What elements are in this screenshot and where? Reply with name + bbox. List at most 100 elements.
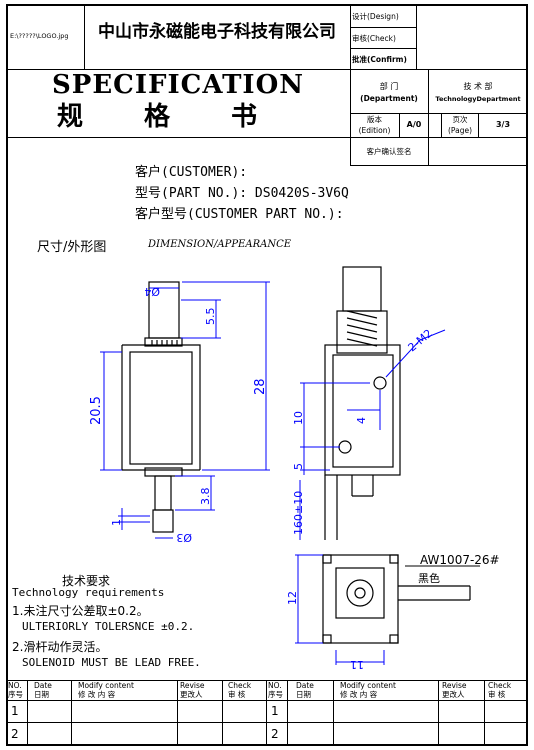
frame-left [6,4,8,746]
rule [333,680,334,746]
rule [350,27,416,28]
rev-row-2: 2 [11,727,19,741]
rev-h-en: NO. [268,681,282,690]
frame-right [526,4,528,746]
rule [350,165,528,166]
rev-h-en: Revise [180,681,205,690]
rule [350,48,416,49]
frame-bottom [6,744,528,746]
rule [6,680,528,681]
rev-h-cn: 审 核 [488,690,506,699]
rev-h-en: Modify content [78,681,134,690]
rev-h-cn: 序号 [8,690,23,699]
rule [350,113,528,114]
rule [441,113,442,138]
rev-h-cn: 序号 [268,690,283,699]
rev-h-no: NO.序号 [8,681,28,699]
frame-top [6,4,528,6]
rule [84,4,85,70]
tech-title-cn: 技术要求 [62,574,111,588]
tech-item1-en: ULTERIORLY TOLERSNCE ±0.2. [22,620,195,633]
confirm-label: 批准(Confirm) [352,55,407,65]
customer-part-no-line: 客户型号(CUSTOMER PART NO.): [135,207,344,222]
rule [27,680,28,746]
rev-row-1: 1 [11,704,19,718]
dim-label-wire-color: 黑色 [418,571,440,585]
dim-label-d1: 1 [110,519,123,526]
rule [438,680,439,746]
tech-dept-en: TechnologyDepartment [435,94,521,103]
rule [177,680,178,746]
dim-label-m2: 2-M2 [406,327,435,355]
edition-en: (Edition) [358,125,391,135]
page-cn: 页次 [452,114,468,124]
rev-h-en: Check [488,681,512,690]
rev-h-cn: 更改人 [442,690,465,699]
dim-label-d11: 11 [350,658,364,671]
rev-row-2-b: 2 [271,727,279,741]
tech-title-en: Technology requirements [12,586,165,599]
tech-item1-cn: 1.未注尺寸公差取±0.2。 [12,604,149,618]
tech-dept-cn: 技 术 部 [463,81,493,91]
rule [222,680,223,746]
dim-label-d28: 28 [253,378,268,395]
rev-h-en: Revise [442,681,467,690]
rev-h-cn: 更改人 [180,690,203,699]
rev-h-cn: 日期 [296,690,311,699]
rev-h-en: Check [228,681,252,690]
department-cn: 部 门 [379,81,399,91]
rule [478,113,479,138]
rev-h-en: NO. [8,681,22,690]
rule [428,70,429,166]
dim-label-d55: 5.5 [204,308,217,326]
dimension-label-cn: 尺寸/外形图 [37,240,107,255]
dim-label-d5: 5 [292,463,305,470]
rev-h-cn: 修 改 内 容 [340,690,378,699]
design-label: 设计(Design) [352,12,399,22]
rev-h-cn: 修 改 内 容 [78,690,116,699]
d-top-text: Ø4 [144,285,160,298]
page-value: 3/3 [495,120,511,130]
title-en: SPECIFICATION [52,70,304,101]
rule [484,680,485,746]
rule [350,4,351,166]
customer-confirm: 客户确认签名 [366,146,412,156]
rule [6,137,528,138]
dim-label-d38: 3.8 [199,488,212,506]
rule [266,680,267,746]
rule [71,680,72,746]
customer-line: 客户(CUSTOMER): [135,165,248,180]
rev-h-no-2: NO.序号 [268,681,288,699]
dim-label-d12: 12 [286,591,299,605]
edition-cn: 版本 [367,114,382,124]
edition-value: A/0 [406,120,422,130]
tech-item2-en: SOLENOID MUST BE LEAD FREE. [22,656,201,669]
dim-label-d4: 4 [355,417,368,424]
rule [6,700,528,701]
rev-h-en: Date [296,681,314,690]
tech-item2-cn: 2.滑杆动作灵活。 [12,640,108,654]
page-en: (Page) [447,125,472,135]
department-en: (Department) [360,94,418,104]
dim-label-d160: 160±10 [292,491,305,535]
dimension-label-en: DIMENSION/APPEARANCE [148,239,292,250]
rule [6,722,528,723]
part-no-line: 型号(PART NO.): DS0420S-3V6Q [135,186,349,201]
rev-h-en: Modify content [340,681,396,690]
dim-label-d3: Ø3 [176,531,192,544]
rule [416,4,417,70]
rule [399,113,400,138]
company-name: 中山市永磁能电子科技有限公司 [98,22,336,43]
logo-path: E:\?????\LOGO.jpg [10,32,69,40]
rev-h-cn: 日期 [34,690,49,699]
dim-label-wire: AW1007-26# [420,553,500,567]
check-label: 审核(Check) [352,34,396,44]
rule [6,69,528,70]
rule [287,680,288,746]
